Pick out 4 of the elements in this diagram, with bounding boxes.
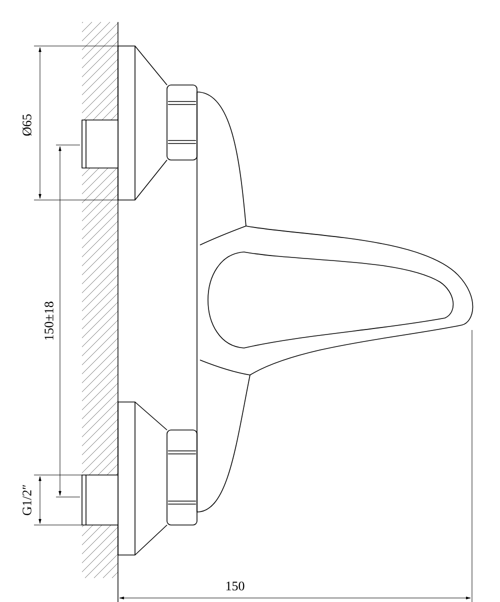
dimension-label: Ø65 (22, 114, 32, 136)
dimension-label: 150 (226, 582, 244, 590)
dimension-label: G1/2″ (22, 485, 32, 516)
dimension-label: 150±18 (44, 302, 54, 340)
